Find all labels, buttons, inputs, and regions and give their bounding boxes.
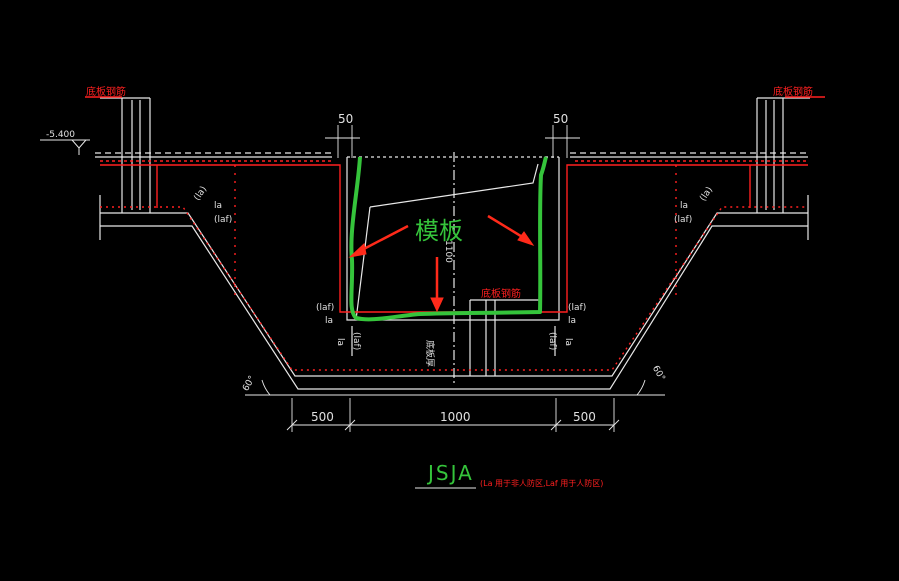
la-right-slope: la [680, 201, 688, 211]
drawing-note: (La 用于非人防区,Laf 用于人防区) [480, 478, 603, 488]
elevation-marker-icon [70, 139, 88, 149]
top-left-rebar-label: 底板钢筋 [86, 85, 126, 98]
la-vertical-right: la [563, 338, 573, 346]
la-left-slope: la [214, 201, 222, 211]
dim-slope-right: 500 [573, 410, 596, 424]
elevation-label: -5.400 [46, 130, 75, 140]
la-inner-left: la [325, 316, 333, 326]
laf-inner-right: (laf) [568, 303, 586, 313]
concrete-outline [95, 97, 810, 390]
angle-left-label: 60° [241, 374, 258, 393]
drawing-title: JSJA [426, 461, 474, 485]
dim-gap-right: 50 [553, 112, 568, 126]
la-inner-right: la [568, 316, 576, 326]
laf-right-slope: (laf) [674, 215, 692, 225]
dim-slope-left: 500 [311, 410, 334, 424]
laf-inner-left: (laf) [316, 303, 334, 313]
bottom-rebar-label: 底板钢筋 [481, 287, 521, 300]
la-vertical-left: la [335, 338, 345, 346]
angle-right-label: 60° [650, 364, 667, 383]
depth-label: 1100 [443, 240, 453, 263]
dim-gap-left: 50 [338, 112, 353, 126]
laf-left-slope: (laf) [214, 215, 232, 225]
laf-vertical-right: (laf) [547, 332, 557, 350]
laf-vertical-left: (laf) [351, 332, 361, 350]
formwork-label: 模板 [415, 217, 463, 245]
formwork-line [349, 156, 548, 322]
top-right-rebar-label: 底板钢筋 [773, 85, 813, 98]
dim-pit-width: 1000 [440, 410, 471, 424]
lla-right-slope: (la) [698, 185, 715, 203]
arrow-icon [348, 214, 535, 313]
lla-left-slope: (la) [192, 185, 209, 203]
pit-thickness-label: 底板厚 [424, 340, 436, 367]
